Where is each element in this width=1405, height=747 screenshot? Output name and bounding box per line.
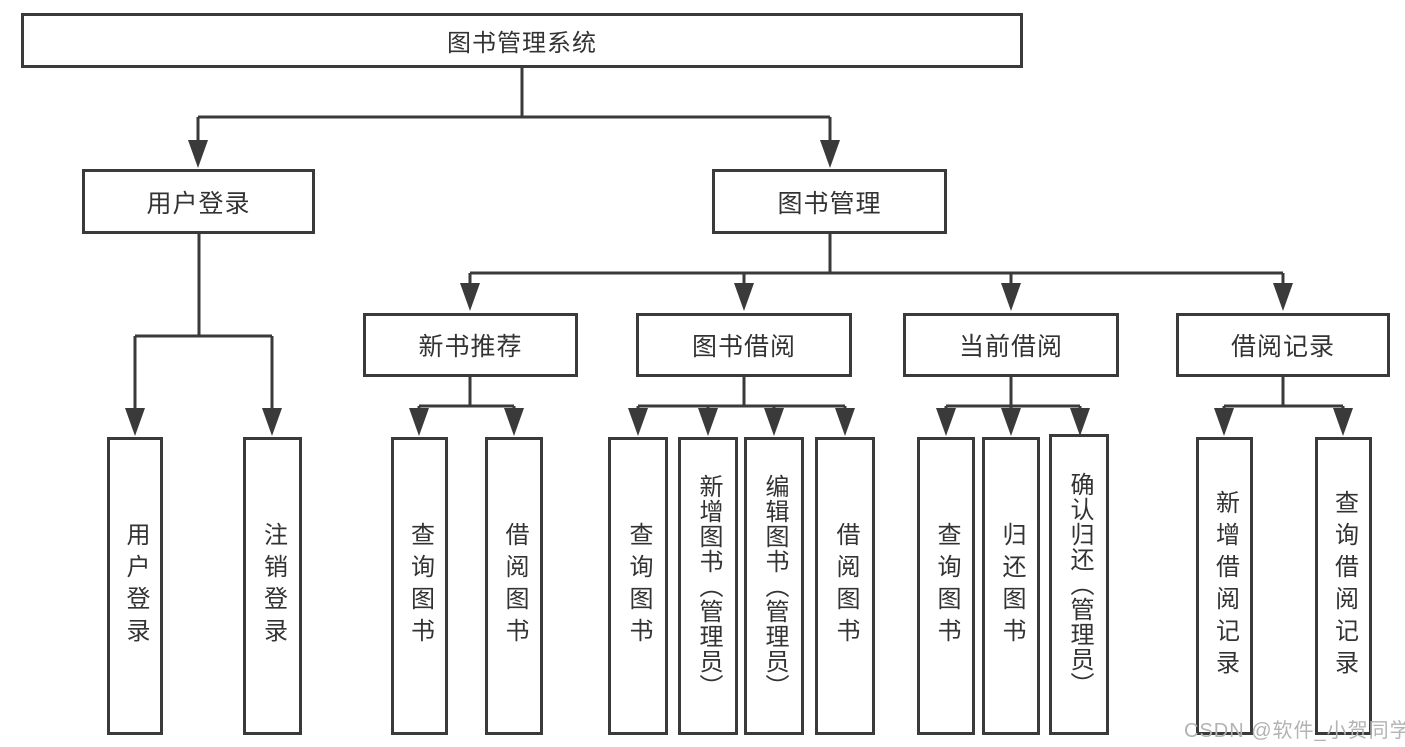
watermark: CSDN @软件_小贺同学 — [1184, 720, 1405, 742]
arrowhead-icon — [1333, 408, 1353, 436]
arrowhead-icon — [835, 408, 855, 436]
arrowhead-icon — [1214, 408, 1234, 436]
arrowhead-icon — [1001, 283, 1021, 311]
arrowhead-icon — [734, 283, 754, 311]
node-book-management: 图书管理 — [712, 169, 947, 234]
arrowhead-icon — [188, 140, 208, 168]
arrowhead-icon — [628, 408, 648, 436]
leaf-query-books-1: 查询图书 — [391, 437, 448, 735]
connector-new-book-rec — [417, 377, 516, 410]
node-borrow-records: 借阅记录 — [1176, 313, 1390, 377]
arrowhead-icon — [820, 140, 840, 168]
arrowhead-icon — [460, 283, 480, 311]
arrowhead-icon — [1070, 408, 1090, 436]
leaf-add-books-admin: 新增图书（管理员） — [678, 437, 738, 735]
leaf-edit-books-admin: 编辑图书（管理员） — [744, 437, 804, 735]
node-user-login: 用户登录 — [82, 169, 315, 234]
leaf-borrow-books-2: 借阅图书 — [815, 437, 875, 735]
leaf-confirm-return-admin: 确认归还（管理员） — [1049, 434, 1109, 735]
arrowhead-icon — [504, 408, 524, 436]
connector-current-borrow — [944, 377, 1082, 410]
arrowhead-icon — [698, 408, 718, 436]
arrowhead-icon — [409, 408, 429, 436]
arrowhead-icon — [1001, 408, 1021, 436]
arrowheads — [125, 140, 1353, 436]
node-book-borrow: 图书借阅 — [636, 313, 852, 377]
leaf-query-books-3: 查询图书 — [917, 437, 975, 735]
connector-user-login — [133, 234, 274, 410]
arrowhead-icon — [125, 408, 145, 436]
connector-book-borrow — [636, 377, 847, 410]
connector-root — [196, 68, 832, 142]
node-new-book-recommend: 新书推荐 — [363, 313, 578, 377]
leaf-add-borrow-record: 新增借阅记录 — [1196, 437, 1253, 735]
arrowhead-icon — [1273, 283, 1293, 311]
leaf-logout: 注销登录 — [243, 437, 302, 735]
connector-book-mgmt — [468, 234, 1285, 285]
connector-borrow-records — [1222, 377, 1345, 410]
leaf-user-login: 用户登录 — [107, 437, 163, 735]
node-root: 图书管理系统 — [21, 13, 1023, 68]
leaf-return-books: 归还图书 — [982, 437, 1040, 735]
arrowhead-icon — [262, 408, 282, 436]
leaf-query-books-2: 查询图书 — [608, 437, 668, 735]
leaf-borrow-books-1: 借阅图书 — [485, 437, 543, 735]
arrowhead-icon — [764, 408, 784, 436]
leaf-query-borrow-record: 查询借阅记录 — [1315, 437, 1372, 735]
arrowhead-icon — [936, 408, 956, 436]
node-current-borrow: 当前借阅 — [903, 313, 1119, 377]
